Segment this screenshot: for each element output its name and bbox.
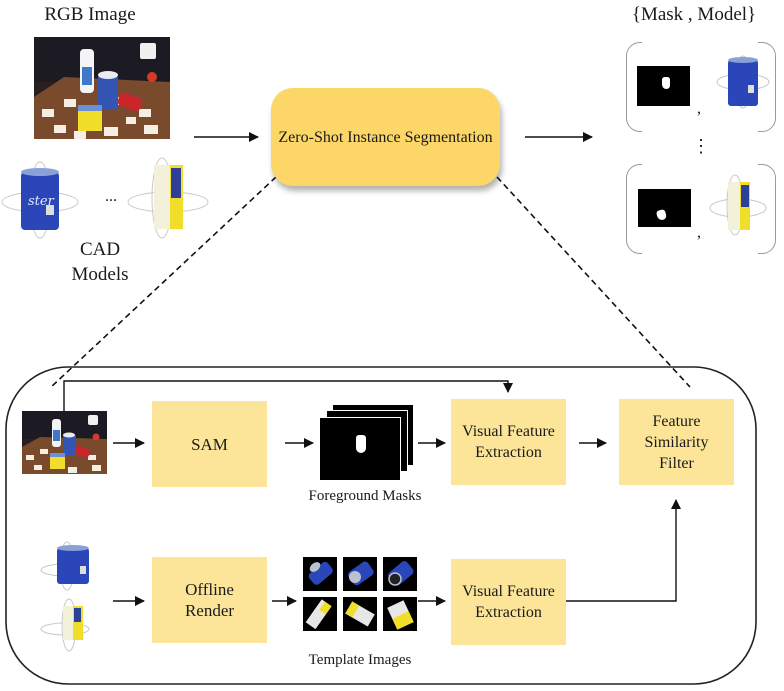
filter-label-line2: Similarity [644, 433, 709, 451]
cad-models-ellipsis: ... [105, 188, 117, 205]
arrow-vfe-to-filter-bottom [566, 499, 681, 602]
rgb-image-thumbnail [34, 37, 170, 139]
dashed-connector-right [496, 176, 691, 388]
zsis-label-line2: Segmentation [404, 128, 493, 146]
template-image-2 [343, 557, 377, 591]
pipeline-container [5, 366, 757, 685]
visual-feature-extraction-top-block: Visual Feature Extraction [451, 399, 566, 485]
template-image-4 [303, 597, 337, 631]
visual-feature-extraction-bottom-block: Visual Feature Extraction [451, 559, 566, 645]
output-mask-1 [637, 66, 690, 106]
output-comma-1: , [697, 100, 701, 117]
offline-render-label-line2: Render [184, 601, 235, 620]
template-image-3 [383, 557, 417, 591]
skip-connection-line [63, 380, 513, 412]
zero-shot-instance-segmentation-block: Zero-Shot Instance Segmentation [271, 88, 500, 186]
output-label: {Mask , Model} [631, 4, 757, 25]
zsis-label-line1: Zero-Shot Instance [278, 128, 401, 146]
output-vertical-ellipsis: ⋮ [692, 136, 710, 156]
filter-label-line3: Filter [659, 454, 694, 472]
cad-models-label-line1: CAD [79, 239, 121, 260]
sam-block: SAM [152, 401, 267, 487]
filter-label-line1: Feature [652, 412, 701, 430]
rgb-scene-graphic [34, 37, 170, 139]
template-image-5 [343, 597, 377, 631]
rgb-image-label: RGB Image [44, 4, 136, 25]
vfe-top-label-line1: Visual Feature [462, 423, 555, 440]
vfe-bottom-label-line1: Visual Feature [462, 583, 555, 600]
cad-models-label-line2: Models [71, 264, 129, 285]
dashed-connector-left [49, 176, 277, 389]
sam-label: SAM [191, 434, 228, 454]
vfe-bottom-label-line2: Extraction [475, 604, 542, 621]
output-mask-2 [638, 189, 691, 227]
vfe-top-label-line2: Extraction [475, 444, 542, 461]
foreground-mask-front [319, 417, 401, 481]
template-images-label: Template Images [308, 652, 412, 668]
feature-similarity-filter-block: Feature Similarity Filter [619, 399, 734, 485]
template-image-6 [383, 597, 417, 631]
offline-render-label-line1: Offline [185, 580, 234, 599]
pipeline-scene-graphic [22, 411, 107, 474]
output-comma-2: , [697, 224, 701, 241]
offline-render-block: Offline Render [152, 557, 267, 643]
template-image-1 [303, 557, 337, 591]
pipeline-rgb-image [22, 411, 107, 474]
foreground-masks-label: Foreground Masks [308, 488, 422, 504]
